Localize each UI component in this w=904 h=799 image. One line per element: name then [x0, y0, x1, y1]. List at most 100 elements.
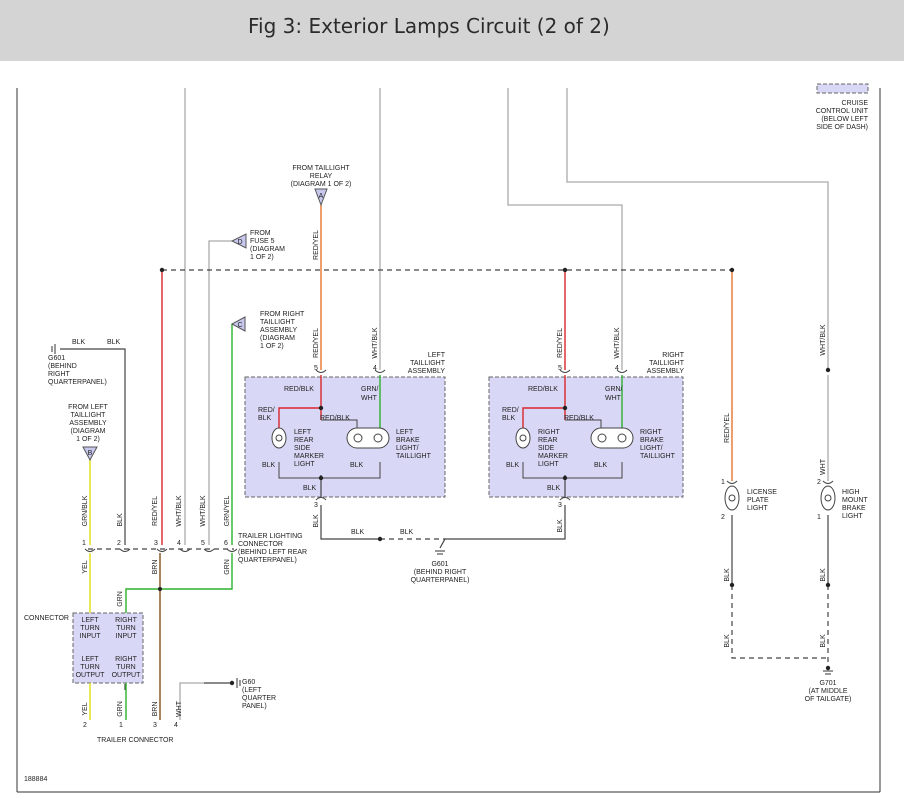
svg-text:BLK: BLK [724, 568, 731, 582]
svg-text:INPUT: INPUT [80, 633, 102, 640]
svg-text:1 OF 2): 1 OF 2) [260, 343, 284, 350]
svg-text:INPUT: INPUT [116, 633, 138, 640]
ground-symbols [51, 344, 833, 688]
connector-label: CONNECTOR [24, 615, 69, 622]
left-red-split-2: BLK [258, 415, 272, 422]
svg-text:(DIAGRAM: (DIAGRAM [71, 428, 106, 435]
right-red-blk-mid: RED/BLK [564, 415, 594, 422]
svg-text:LIGHT/: LIGHT/ [640, 445, 663, 452]
svg-text:(LEFT: (LEFT [242, 687, 262, 694]
svg-text:RED/YEL: RED/YEL [724, 413, 731, 443]
left-taillight-assembly-label: LEFT TAILLIGHT ASSEMBLY [408, 352, 446, 375]
junction-dots [158, 267, 831, 686]
svg-text:TRAILER LIGHTING: TRAILER LIGHTING [238, 533, 303, 540]
right-blk-b: BLK [594, 462, 608, 469]
connector-ref-flags [82, 188, 328, 462]
svg-text:MARKER: MARKER [538, 453, 568, 460]
figure-id: 188884 [24, 776, 47, 783]
wire-blk-g601-2: BLK [107, 339, 121, 346]
wire-blk-ground-b: BLK [400, 529, 414, 536]
g701-ground-icon [823, 670, 833, 675]
svg-text:OUTPUT: OUTPUT [112, 672, 142, 679]
left-grn-wht-1: GRN/ [361, 386, 379, 393]
svg-text:GRN/BLK: GRN/BLK [82, 495, 89, 526]
svg-text:3: 3 [558, 502, 562, 509]
svg-text:1 OF 2): 1 OF 2) [76, 436, 100, 443]
g601-left-label: G601 (BEHIND RIGHT QUARTERPANEL) [48, 355, 107, 386]
figure-header: Fig 3: Exterior Lamps Circuit (2 of 2) [0, 0, 904, 61]
svg-text:OF TAILGATE): OF TAILGATE) [805, 696, 852, 703]
svg-text:TAILLIGHT: TAILLIGHT [71, 412, 107, 419]
right-brake-label: RIGHT BRAKE LIGHT/ TAILLIGHT [640, 429, 676, 460]
right-side-marker-label: RIGHT REAR SIDE MARKER LIGHT [538, 429, 568, 468]
svg-text:RED/YEL: RED/YEL [313, 230, 320, 260]
trailer-connector-label: TRAILER CONNECTOR [97, 737, 174, 744]
bulb-icons [271, 427, 836, 511]
svg-text:1: 1 [817, 514, 821, 521]
svg-text:LEFT: LEFT [294, 429, 312, 436]
ref-b-icon [82, 446, 98, 462]
from-right-taillight-label: FROM RIGHT TAILLIGHT ASSEMBLY (DIAGRAM 1… [260, 311, 305, 350]
svg-text:4: 4 [174, 722, 178, 729]
svg-text:WHT/BLK: WHT/BLK [200, 495, 207, 526]
svg-text:WHT/BLK: WHT/BLK [372, 327, 379, 358]
svg-text:RIGHT: RIGHT [538, 429, 561, 436]
left-side-marker-bulb-icon [271, 427, 287, 449]
g601-bottom-ground-icon [435, 550, 445, 555]
svg-text:(BEHIND RIGHT: (BEHIND RIGHT [414, 569, 467, 576]
svg-text:RIGHT: RIGHT [115, 656, 138, 663]
g601-left-ground-icon [51, 344, 56, 354]
right-blk-c: BLK [547, 485, 561, 492]
green-wires [125, 324, 623, 720]
svg-text:LICENSE: LICENSE [747, 489, 777, 496]
svg-text:REAR: REAR [294, 437, 313, 444]
ref-c-letter: C [237, 322, 242, 329]
svg-text:WHT/BLK: WHT/BLK [820, 324, 827, 355]
svg-text:2: 2 [117, 540, 121, 547]
svg-text:(BEHIND LEFT REAR: (BEHIND LEFT REAR [238, 549, 307, 556]
svg-text:LIGHT: LIGHT [842, 513, 863, 520]
from-left-taillight-label: FROM LEFT TAILLIGHT ASSEMBLY (DIAGRAM 1 … [68, 404, 108, 443]
svg-text:QUARTERPANEL): QUARTERPANEL) [411, 577, 470, 584]
high-mount-bulb-icon [820, 485, 836, 511]
svg-text:BLK: BLK [820, 568, 827, 582]
right-red-split-1: RED/ [502, 407, 519, 414]
svg-text:PANEL): PANEL) [242, 703, 267, 710]
cruise-control-unit-box [816, 83, 869, 94]
black-dashed-wires [88, 269, 829, 668]
svg-text:TURN: TURN [80, 625, 99, 632]
right-grn-wht-1: GRN/ [605, 386, 623, 393]
svg-text:GRN: GRN [117, 591, 124, 607]
right-brake-bulb-icon [590, 427, 634, 449]
svg-text:RELAY: RELAY [310, 173, 333, 180]
left-grn-wht-2: WHT [361, 395, 378, 402]
svg-text:(DIAGRAM: (DIAGRAM [260, 335, 295, 342]
ref-a-icon [314, 188, 328, 207]
svg-text:QUARTERPANEL): QUARTERPANEL) [238, 557, 297, 564]
left-side-marker-label: LEFT REAR SIDE MARKER LIGHT [294, 429, 324, 468]
svg-text:MOUNT: MOUNT [842, 497, 868, 504]
svg-text:BRAKE: BRAKE [842, 505, 866, 512]
ref-b-letter: B [88, 450, 93, 457]
from-relay-label: FROM TAILLIGHT RELAY (DIAGRAM 1 OF 2) [291, 165, 352, 188]
left-red-blk-top: RED/BLK [284, 386, 314, 393]
svg-text:1: 1 [82, 540, 86, 547]
svg-text:G60: G60 [242, 679, 255, 686]
from-fuse-label: FROM FUSE 5 (DIAGRAM 1 OF 2) [250, 230, 285, 261]
svg-text:TURN: TURN [80, 664, 99, 671]
svg-text:BLK: BLK [313, 514, 320, 528]
svg-text:2: 2 [83, 722, 87, 729]
left-blk-c: BLK [303, 485, 317, 492]
svg-text:2: 2 [817, 479, 821, 486]
svg-text:BLK: BLK [820, 634, 827, 648]
svg-text:6: 6 [224, 540, 228, 547]
gray-wires [179, 88, 829, 720]
svg-text:TURN: TURN [116, 664, 135, 671]
left-red-split-1: RED/ [258, 407, 275, 414]
svg-text:G601: G601 [48, 355, 65, 362]
right-blk-a: BLK [506, 462, 520, 469]
svg-text:LEFT: LEFT [428, 352, 446, 359]
svg-text:4: 4 [177, 540, 181, 547]
svg-text:LIGHT: LIGHT [747, 505, 768, 512]
